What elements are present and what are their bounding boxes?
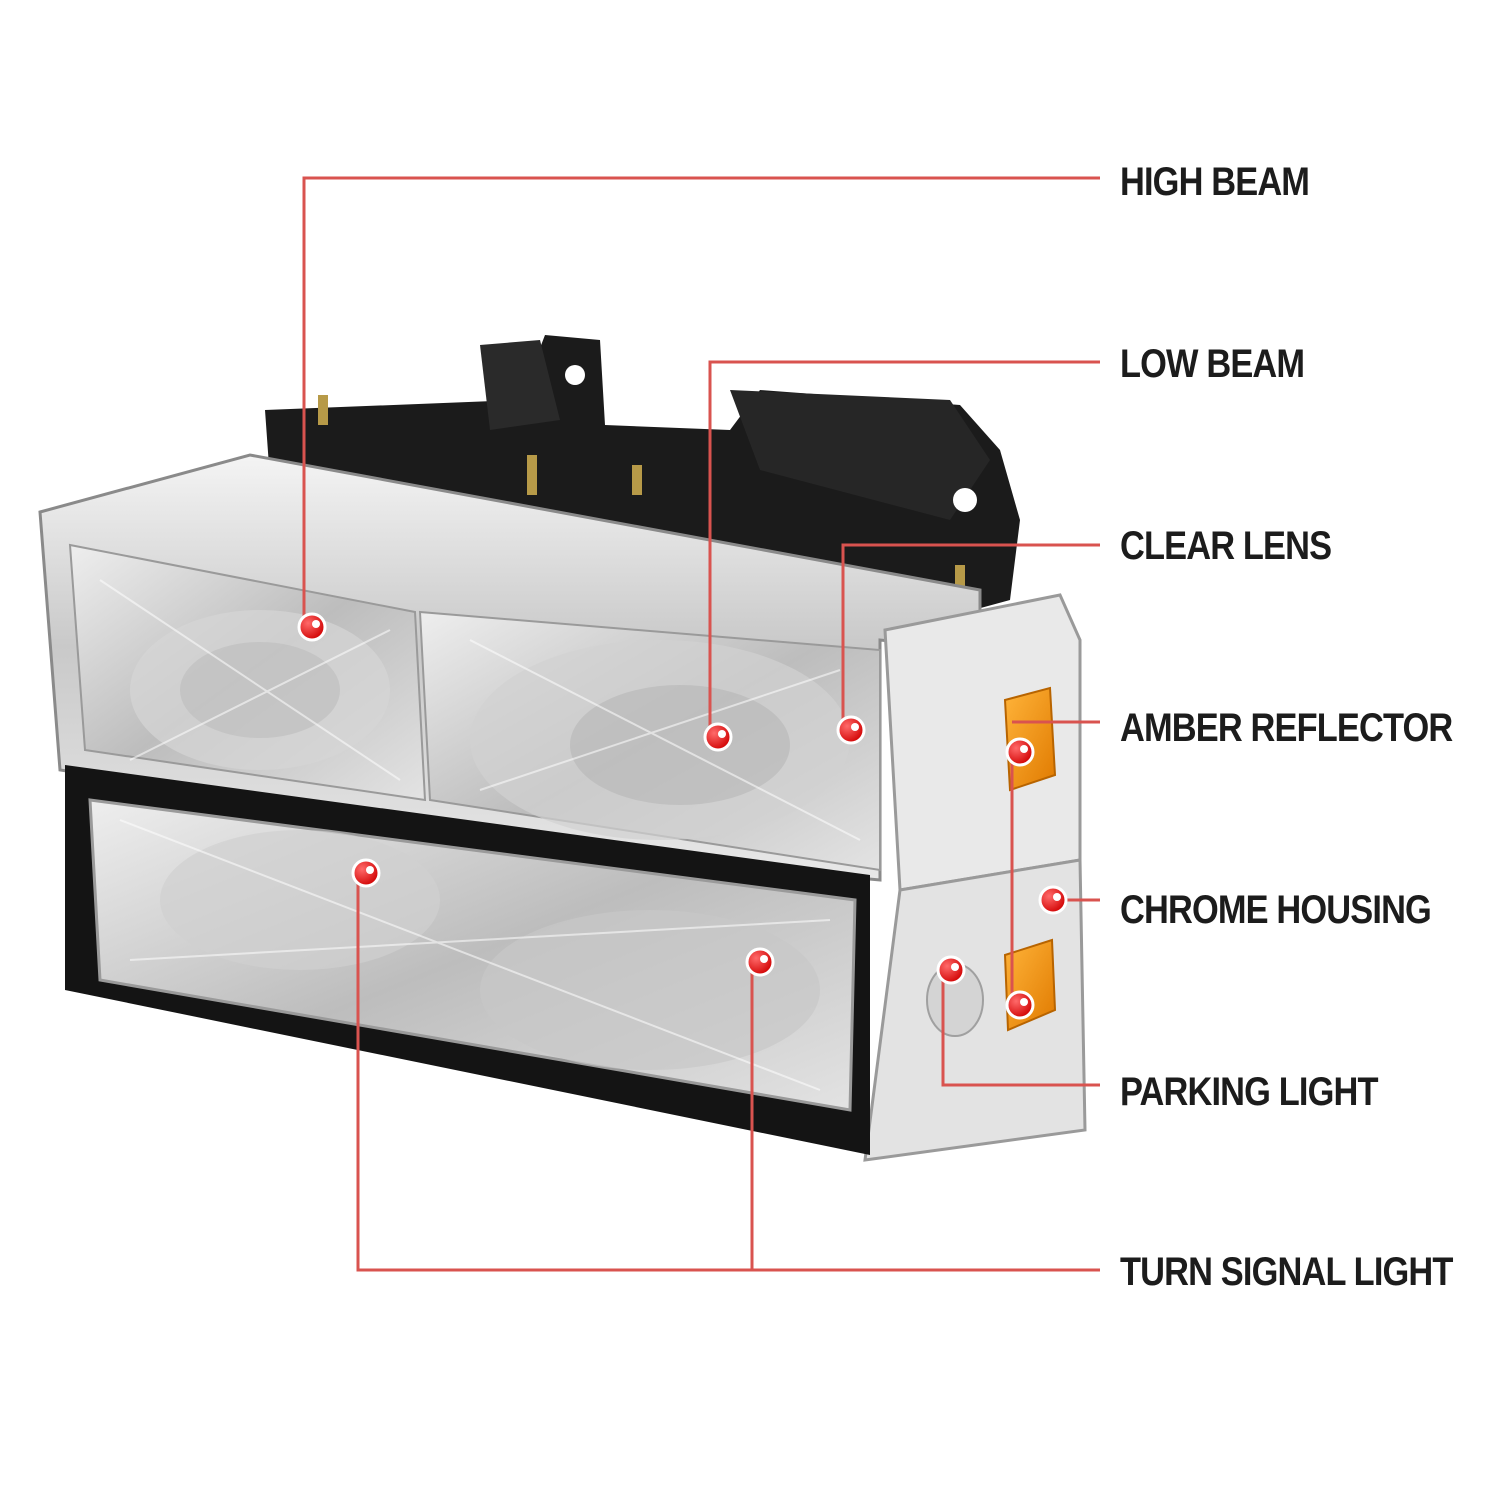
marker-dots bbox=[297, 612, 1068, 1020]
label-amber-reflector: AMBER REFLECTOR bbox=[1120, 706, 1453, 750]
label-high-beam: HIGH BEAM bbox=[1120, 160, 1310, 204]
corner-lamp bbox=[863, 593, 1087, 1162]
marker-chrome-housing bbox=[1038, 885, 1068, 915]
mounting-bracket bbox=[265, 335, 1020, 630]
leader-turn-signal bbox=[356, 873, 1100, 1272]
marker-turn-right bbox=[745, 947, 775, 977]
label-parking-light: PARKING LIGHT bbox=[1120, 1070, 1378, 1114]
leader-clear-lens bbox=[841, 543, 1100, 730]
leader-high-beam bbox=[302, 176, 1100, 627]
label-chrome-housing: CHROME HOUSING bbox=[1120, 888, 1432, 932]
marker-clear-lens bbox=[836, 715, 866, 745]
leader-parking-light bbox=[941, 970, 1100, 1087]
headlight-housing bbox=[38, 453, 982, 882]
marker-turn-left bbox=[351, 858, 381, 888]
label-low-beam: LOW BEAM bbox=[1120, 342, 1305, 386]
marker-high-beam bbox=[297, 612, 327, 642]
label-turn-signal-light: TURN SIGNAL LIGHT bbox=[1120, 1250, 1453, 1294]
marker-amber-upper bbox=[1005, 737, 1035, 767]
leader-low-beam bbox=[708, 360, 1100, 737]
label-clear-lens: CLEAR LENS bbox=[1120, 524, 1332, 568]
leader-lines bbox=[302, 176, 1100, 1272]
marker-parking-light bbox=[936, 955, 966, 985]
marker-amber-lower bbox=[1005, 990, 1035, 1020]
marker-low-beam bbox=[703, 722, 733, 752]
